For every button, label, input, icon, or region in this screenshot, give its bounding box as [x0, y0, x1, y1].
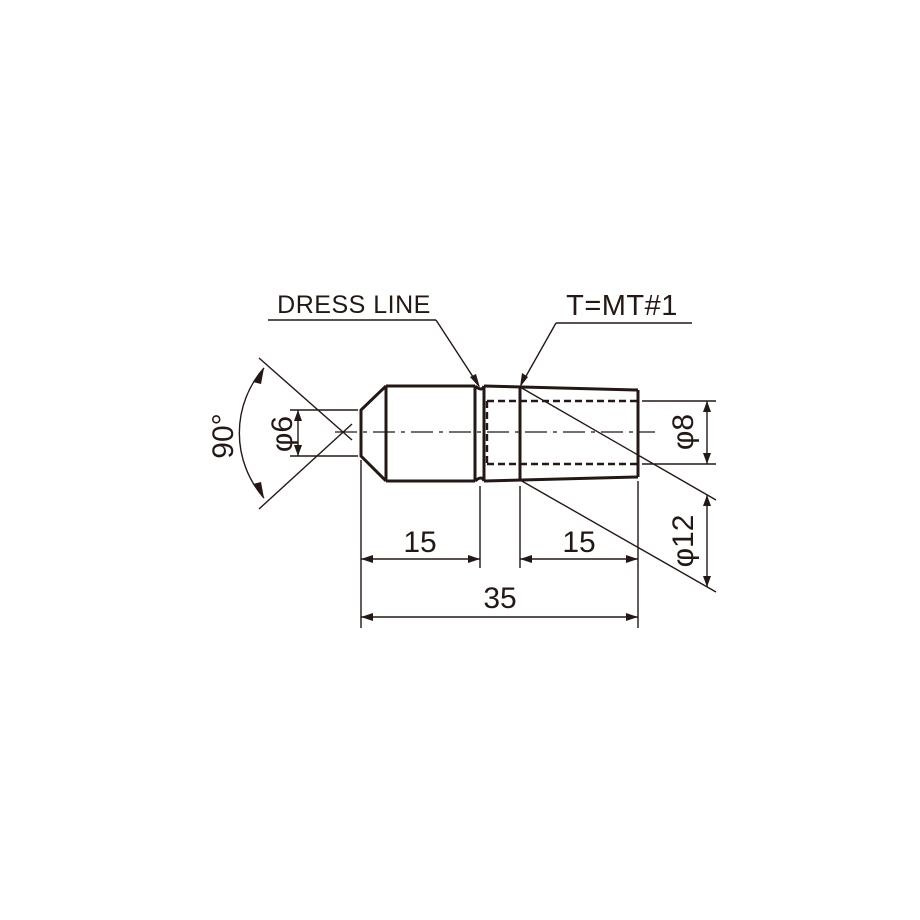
- shank-diameter-label: φ8: [667, 414, 700, 450]
- front-length-label: 15: [403, 526, 436, 559]
- part-outline: [359, 384, 640, 483]
- length-dimensions: 15 15 35: [360, 460, 639, 628]
- shank-diameter-dimension: φ8: [642, 400, 716, 465]
- thread-label: T=MT#1: [566, 290, 678, 322]
- dress-line-label: DRESS LINE: [277, 291, 431, 319]
- angle-dimension: 90°: [207, 357, 353, 510]
- rear-length-label: 15: [562, 526, 595, 559]
- tip-diameter-dimension: φ6: [266, 409, 358, 457]
- angle-label: 90°: [207, 413, 240, 458]
- taper-diameter-dimension: φ12: [519, 386, 717, 593]
- total-length-label: 35: [483, 582, 516, 615]
- dress-line-callout: DRESS LINE: [268, 291, 480, 388]
- tip-profile: [359, 384, 388, 483]
- taper-diameter-label: φ12: [667, 515, 700, 568]
- thread-callout: T=MT#1: [520, 290, 692, 387]
- tip-diameter-label: φ6: [266, 416, 299, 452]
